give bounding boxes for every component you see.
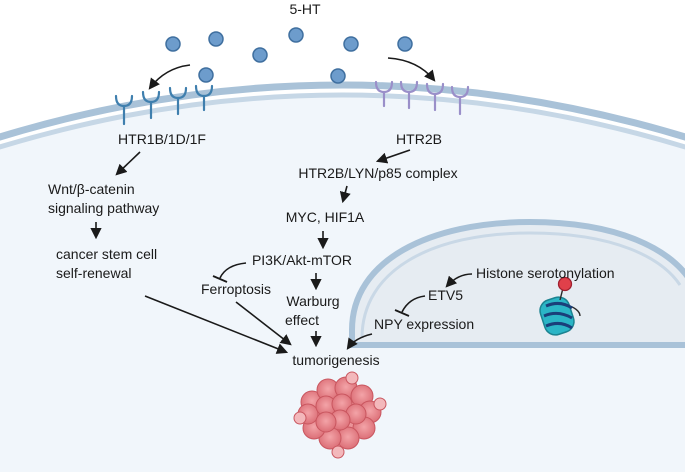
serotonin-molecules (165, 27, 413, 84)
receptor-icon (425, 82, 445, 112)
inhibit-bar-nucleus (394, 309, 410, 317)
ligand-label: 5-HT (289, 1, 321, 17)
nucleus-envelope-inner (360, 231, 682, 339)
tumorigenesis-label: tumorigenesis (292, 352, 379, 368)
ferroptosis-label: Ferroptosis (201, 281, 271, 297)
stemcell-label-line2: self-renewal (56, 265, 131, 281)
wnt-label-line2: signaling pathway (48, 200, 159, 216)
receptor-icon (450, 85, 470, 116)
cell (0, 81, 685, 472)
myc-label: MYC, HIF1A (286, 209, 365, 225)
arrow-histone-to-etv5 (445, 273, 473, 288)
nucleus-envelope (349, 218, 685, 348)
npy-label: NPY expression (374, 316, 474, 332)
warburg-label-line2: effect (285, 312, 319, 328)
serotonin-dot (198, 67, 214, 83)
arrow-ligand-to-right-receptor (387, 57, 436, 82)
cell-membrane-inner (0, 92, 685, 150)
arrow-complex-to-myc (339, 185, 351, 204)
etv5-label: ETV5 (428, 287, 463, 303)
tumor-icon (293, 371, 387, 459)
arrow-ferroptosis-to-tumor (235, 301, 292, 346)
nucleus (349, 218, 685, 348)
inhibit-etv5-npy (401, 295, 426, 313)
warburg-label-line1: Warburg (286, 293, 339, 309)
receptor-icon (168, 86, 188, 116)
arrow-npy-to-tumor (346, 333, 373, 350)
arrow-stemcell-to-tumor (144, 295, 289, 354)
histone-label: Histone serotonylation (476, 265, 615, 281)
nucleosome-icon (539, 276, 581, 336)
receptor-icon (114, 94, 134, 126)
serotonin-dot (252, 47, 268, 63)
arrow-receptor-to-wnt (115, 151, 141, 176)
arrow-ligand-to-left-receptor (148, 64, 191, 90)
receptors-htr2b (374, 80, 470, 116)
receptor-icon (399, 80, 419, 110)
pi3k-label: PI3K/Akt-mTOR (252, 252, 352, 268)
serotonin-dot (165, 36, 181, 52)
wnt-label-line1: Wnt/β-catenin (48, 181, 135, 197)
left-receptor-label: HTR1B/1D/1F (118, 131, 206, 147)
right-receptor-label: HTR2B (396, 131, 442, 147)
serotonin-dot (397, 36, 413, 52)
complex-label: HTR2B/LYN/p85 complex (298, 165, 457, 181)
receptor-icon (194, 84, 214, 112)
arrow-htr2b-to-complex (375, 149, 411, 164)
cell-membrane-outer (0, 81, 685, 141)
serotonin-dot (208, 31, 224, 47)
serotonin-dot (343, 36, 359, 52)
receptors-htr1 (114, 84, 214, 126)
cell-cytoplasm (0, 95, 685, 472)
inhibit-bar (212, 275, 228, 283)
inhibit-pi3k-ferroptosis (219, 262, 247, 279)
serotonin-dot (288, 27, 304, 43)
serotonin-dot (330, 68, 346, 84)
stemcell-label-line1: cancer stem cell (56, 246, 157, 262)
receptor-icon (141, 90, 161, 120)
receptor-icon (374, 80, 394, 108)
